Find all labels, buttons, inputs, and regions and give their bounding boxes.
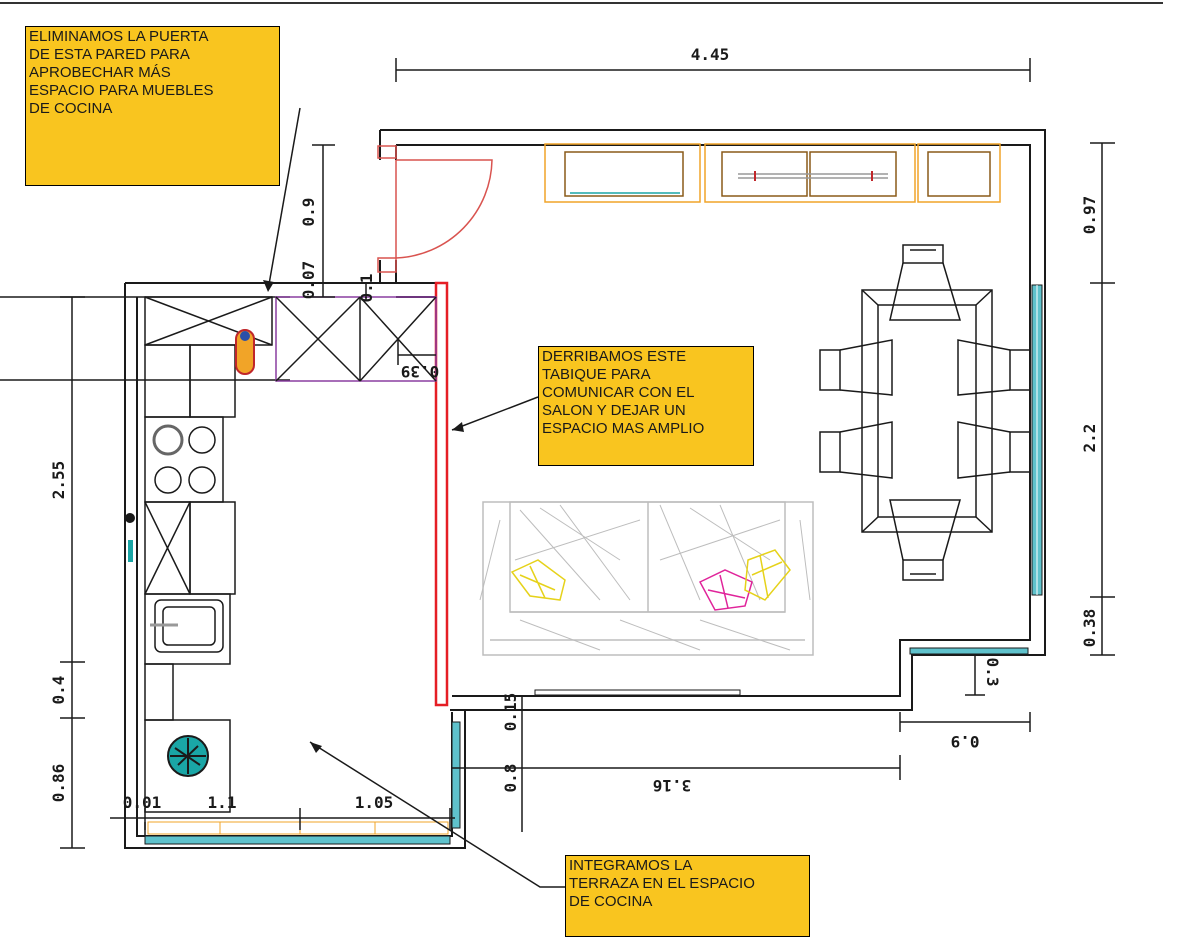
living-room-inner-wall	[396, 144, 1031, 697]
dim-right-bottom: 0.38	[1080, 609, 1099, 648]
note-terrace-integrated: INTEGRAMOS LA TERRAZA EN EL ESPACIO DE C…	[565, 855, 810, 937]
arrow-terrace-note	[309, 741, 565, 888]
demolished-partition	[434, 281, 449, 707]
arrow-door-note	[267, 107, 301, 291]
dim-partition-depth: 0.39	[401, 362, 440, 381]
dim-notch-depth: 0.3	[983, 658, 1002, 687]
wall-outlet-icon	[125, 513, 135, 523]
dim-left-bottom: 0.86	[49, 764, 68, 803]
dim-notch-width: 0.9	[951, 732, 980, 751]
yellow-cushion-left	[510, 559, 566, 601]
terrace-bottom-window	[144, 835, 451, 845]
living-room-outer-wall	[380, 129, 1046, 711]
dim-left-total: 2.55	[49, 461, 68, 500]
arrow-wall-note	[451, 396, 539, 431]
terrace-bottom-frame	[147, 821, 449, 835]
notch-window	[909, 647, 1029, 655]
kitchen-sink	[150, 599, 224, 653]
dimension-labels: 4.45 0.97 2.2 0.38 0.3 0.9 2.55 0.4 0.86…	[49, 45, 1099, 812]
note-door-removed: ELIMINAMOS LA PUERTA DE ESTA PARED PARA …	[25, 26, 280, 186]
dining-table	[861, 289, 993, 533]
dim-wall-small-b: 0.1	[357, 274, 376, 303]
kitchen-cabinets	[144, 296, 437, 813]
yellow-cushion-right	[744, 549, 791, 601]
dim-right-top: 0.97	[1080, 196, 1099, 235]
boiler-icon	[235, 329, 255, 375]
dim-terrace-width: 3.16	[653, 776, 692, 795]
sofa	[479, 501, 814, 656]
kitchen-outer-wall	[124, 283, 466, 849]
dim-wall-small-a: 0.07	[299, 261, 318, 300]
terrace-side-window	[451, 721, 461, 829]
note-wall-demolished: DERRIBAMOS ESTE TABIQUE PARA COMUNICAR C…	[538, 346, 754, 466]
right-window	[1031, 284, 1043, 596]
dimension-lines	[60, 58, 1115, 888]
dim-bottom-b: 1.1	[208, 793, 237, 812]
dim-bottom-c: 1.05	[355, 793, 394, 812]
living-bottom-opening	[534, 689, 741, 696]
dim-door-height: 0.9	[299, 198, 318, 227]
dim-terrace-step: 0.15	[501, 693, 520, 732]
door-swing-arc	[395, 159, 493, 259]
cooktop	[152, 424, 216, 494]
dim-left-mid: 0.4	[49, 676, 68, 705]
wall-cabinets	[544, 143, 1001, 203]
arrow-heads	[263, 280, 464, 753]
dim-terrace-depth: 0.8	[501, 764, 520, 793]
magenta-cushion	[698, 569, 753, 611]
dining-set	[819, 244, 1031, 581]
dim-bottom-a: 0.01	[123, 793, 162, 812]
cushions	[510, 549, 791, 611]
plant-icon	[167, 735, 209, 777]
dim-top-width: 4.45	[691, 45, 730, 64]
entry-door	[377, 145, 493, 273]
dim-right-mid: 2.2	[1080, 424, 1099, 453]
